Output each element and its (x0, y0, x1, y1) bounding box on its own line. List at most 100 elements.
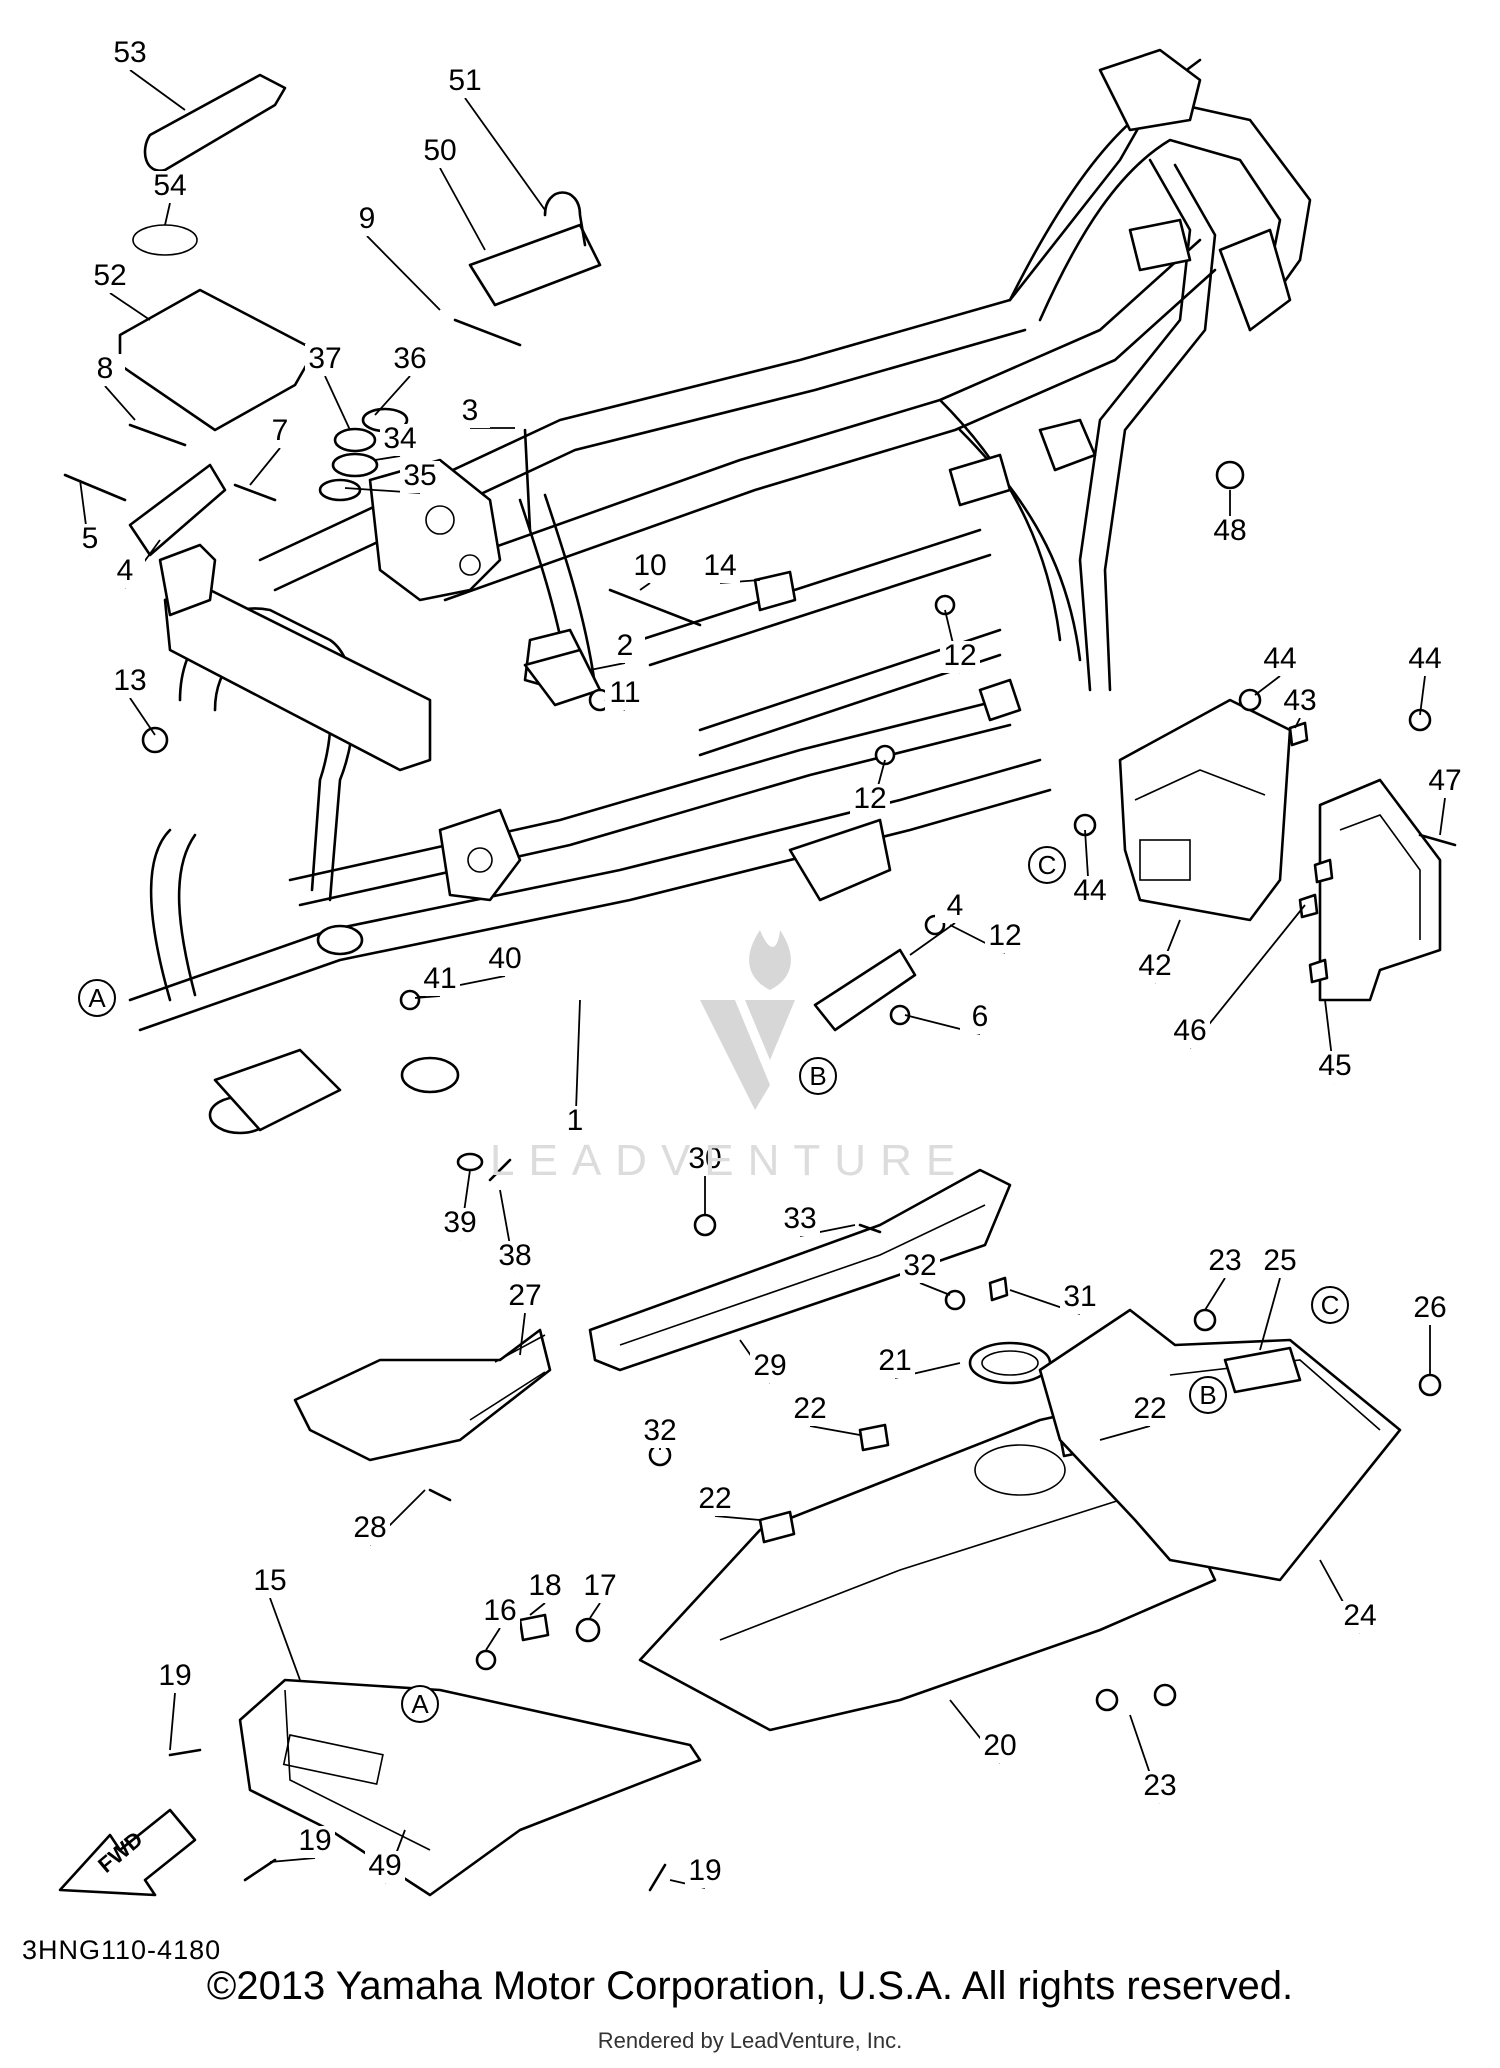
part-callout: 49 (368, 1849, 401, 1882)
callout-background (420, 136, 460, 168)
part-callout: 19 (298, 1824, 331, 1857)
callout-background (380, 424, 420, 456)
part-callout: 12 (943, 639, 976, 672)
part-callout: 35 (403, 459, 436, 492)
part-callout: 4 (947, 889, 964, 922)
callout-background (85, 354, 125, 386)
callout-background (580, 1571, 620, 1603)
part-callout: 23 (1208, 1244, 1241, 1277)
damper-34 (331, 452, 379, 478)
part-callout: 6 (972, 1000, 989, 1033)
callout-background (485, 944, 525, 976)
callout-background (605, 678, 645, 710)
part-callout: 52 (93, 259, 126, 292)
skid-plate-20 (638, 1398, 1217, 1732)
callout-background (960, 1002, 1000, 1034)
reference-letter: C (1321, 1290, 1340, 1320)
part-callout: 2 (617, 629, 634, 662)
callout-background (935, 891, 975, 923)
callout-background (985, 921, 1025, 953)
part-callout: 40 (488, 942, 521, 975)
callout-background (440, 1208, 480, 1240)
clip-43 (1288, 721, 1309, 747)
tool-bag (143, 73, 287, 172)
part-callout: 16 (483, 1594, 516, 1627)
nut-12b (874, 744, 896, 766)
reference-circle (799, 1057, 837, 1095)
part-callout: 43 (1283, 684, 1316, 717)
part-callout: 12 (853, 782, 886, 815)
clip (543, 191, 587, 247)
holder (468, 223, 602, 307)
plate-4b (813, 948, 917, 1032)
reference-letter: B (809, 1061, 826, 1091)
bolt-5 (63, 473, 127, 502)
battery-box-42 (1118, 698, 1292, 922)
fwd-arrow: FWD (58, 1808, 197, 1897)
callout-background (790, 1394, 830, 1426)
reference-letter: B (1199, 1380, 1216, 1410)
callout-background (1260, 1246, 1300, 1278)
leader-line (459, 975, 506, 986)
bolt-38 (488, 1158, 512, 1182)
reference-letter: C (1038, 850, 1057, 880)
cap-48 (1215, 460, 1245, 490)
part-callout: 1 (567, 1104, 584, 1137)
bolt-23b (1095, 1688, 1119, 1712)
callout-background (250, 1566, 290, 1598)
part-callout: 36 (393, 342, 426, 375)
part-callout: 41 (423, 962, 456, 995)
part-callout: 20 (983, 1729, 1016, 1762)
callout-background (295, 1826, 335, 1858)
callout-background (305, 344, 345, 376)
callout-background (685, 1144, 725, 1176)
leader-line (1099, 1425, 1151, 1441)
leader-line (589, 1602, 601, 1619)
part-callout: 23 (1143, 1769, 1176, 1802)
cap-13 (141, 726, 169, 754)
bolt-32a (944, 1289, 966, 1311)
rendered-by-notice: Rendered by LeadVenture, Inc. (597, 2028, 903, 2053)
leader-line (109, 292, 151, 321)
leader-line (1294, 717, 1301, 729)
bolt-7 (233, 483, 277, 502)
part-callout: 3 (462, 394, 479, 427)
part-callout: 25 (1263, 1244, 1296, 1277)
callout-background (1405, 644, 1445, 676)
leader-line (104, 385, 136, 421)
callout-background (450, 396, 490, 428)
callout-background (1260, 644, 1300, 676)
part-callout: 22 (698, 1482, 731, 1515)
washer-41 (399, 989, 421, 1011)
main-frame (128, 48, 1312, 1135)
reference-circle (1028, 846, 1066, 884)
guard-29 (588, 1168, 1012, 1372)
callout-background (1205, 1246, 1245, 1278)
leader-line (374, 375, 411, 416)
callout-background (630, 551, 670, 583)
callout-background (347, 204, 387, 236)
leader-line (485, 1627, 501, 1651)
part-callout: 24 (1343, 1599, 1376, 1632)
part-callout: 12 (988, 919, 1021, 952)
callout-background (555, 1106, 595, 1138)
part-callout: 18 (528, 1569, 561, 1602)
part-callout: 17 (583, 1569, 616, 1602)
part-callout: 44 (1408, 642, 1441, 675)
part-callout: 42 (1138, 949, 1171, 982)
part-callout: 29 (753, 1349, 786, 1382)
tool-pouch (118, 288, 317, 432)
callout-background (1170, 1016, 1210, 1048)
callout-background (1140, 1771, 1180, 1803)
nut-12a (934, 594, 956, 616)
callout-background (260, 416, 300, 448)
leader-line (374, 455, 401, 461)
part-callout: 11 (609, 676, 640, 709)
nut-6 (889, 1004, 911, 1026)
part-callout: 34 (383, 422, 416, 455)
part-callout: 31 (1063, 1280, 1096, 1313)
leader-line (589, 662, 626, 671)
part-callout: 39 (443, 1206, 476, 1239)
